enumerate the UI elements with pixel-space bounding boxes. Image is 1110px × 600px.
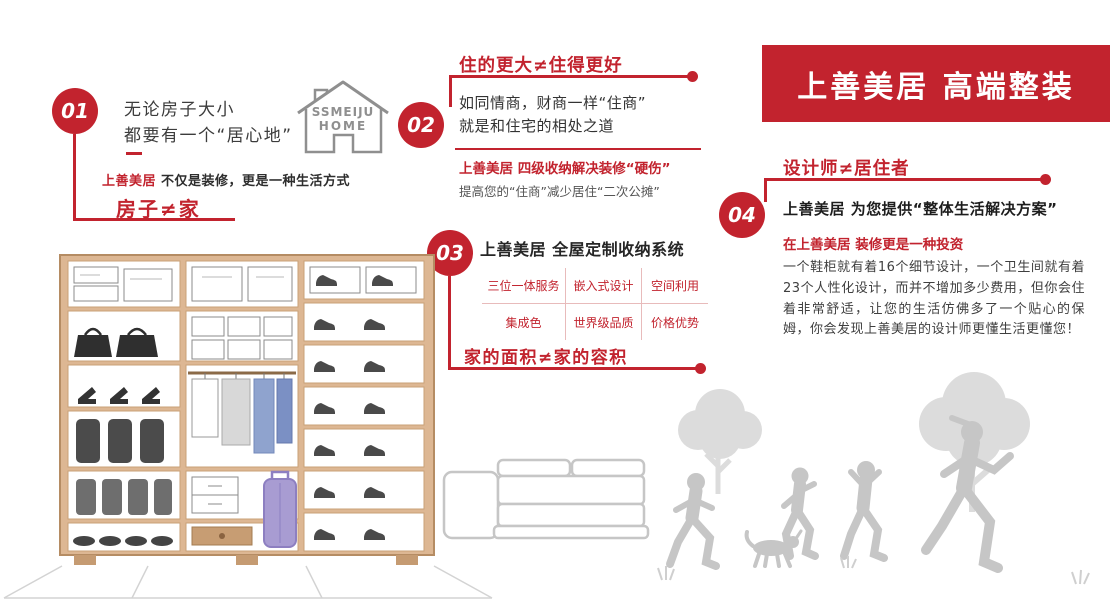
- p3-title: 上善美居 全屋定制收纳系统: [480, 240, 685, 259]
- runner-woman-silhouette: [921, 415, 1014, 573]
- logo-text-top: SSMEIJU: [312, 105, 375, 119]
- p1-text-line2: 都要有一个“居心地”: [124, 126, 293, 146]
- p2-note: 提高您的“住商”减少居住“二次公摊”: [459, 184, 660, 199]
- family-silhouette-illustration: [657, 372, 1090, 585]
- banner-title: 上善美居 高端整装: [797, 69, 1075, 105]
- step-01-number: 01: [61, 99, 89, 123]
- drawer-grid: [191, 316, 293, 360]
- p1-slogan: 房子≠家: [116, 197, 201, 221]
- feature-cell-quality: 世界级品质: [566, 304, 642, 340]
- p4-header: 设计师≠居住者: [783, 159, 910, 179]
- p1-brand: 上善美居: [102, 174, 157, 189]
- handbags: [74, 335, 158, 357]
- flat-shoes: [73, 536, 173, 546]
- feature-cell-space: 空间利用: [642, 268, 708, 304]
- grass-tufts: [657, 556, 1090, 585]
- feature-cell-color: 集成色: [482, 304, 566, 340]
- wardrobe-illustration: [59, 254, 435, 565]
- boots: [76, 419, 164, 463]
- child-silhouette-1: [666, 473, 720, 570]
- p3-slogan: 家的面积≠家的容积: [464, 348, 628, 368]
- p4-connector-vline: [764, 178, 767, 202]
- p4-invest: 在上善美居 装修更是一种投资: [783, 237, 964, 253]
- brand-banner: 上善美居 高端整装: [762, 45, 1110, 122]
- p2-divider-line: [455, 148, 701, 150]
- p2-header-dot: [687, 71, 698, 82]
- feature-cell-service: 三位一体服务: [482, 268, 566, 304]
- p4-header-line: [764, 178, 1046, 181]
- p3-connector-hline: [448, 367, 701, 370]
- floor-lines: [3, 565, 493, 599]
- feature-cell-price: 价格优势: [650, 315, 699, 330]
- step-02-number: 02: [407, 113, 435, 137]
- step-02-badge: 02: [398, 102, 444, 148]
- feature-grid: 三位一体服务 嵌入式设计 空间利用 集成色 世界级品质 价格优势: [482, 268, 708, 340]
- step-04-number: 04: [728, 203, 756, 227]
- p4-body: 一个鞋柜就有着16个细节设计，一个卫生间就有着23个人性化设计，而并不增加多少费…: [783, 260, 1085, 338]
- p2-sub: 上善美居 四级收纳解决装修“硬伤”: [459, 161, 671, 177]
- step-01-badge: 01: [52, 88, 98, 134]
- bench: [191, 526, 253, 546]
- p2-body-line2: 就是和住宅的相处之道: [459, 117, 615, 135]
- logo-text-bottom: HOME: [319, 119, 367, 133]
- p1-connector-vline: [73, 134, 76, 221]
- home-logo-icon: SSMEIJU HOME: [297, 80, 389, 154]
- p1-tagline-rest: 不仅是装修，更是一种生活方式: [161, 174, 351, 189]
- hanging-clothes: [191, 378, 293, 454]
- step-03-number: 03: [436, 241, 464, 265]
- p2-header-line: [449, 75, 692, 78]
- p1-dash: [126, 152, 142, 155]
- p2-connector-vline: [449, 75, 452, 107]
- p3-connector-vline: [448, 276, 451, 370]
- feature-cell-embedded: 嵌入式设计: [566, 268, 642, 304]
- p1-text-line1: 无论房子大小: [124, 100, 235, 120]
- storage-boxes: [73, 266, 293, 302]
- p2-header: 住的更大≠住得更好: [459, 56, 623, 76]
- suitcase: [263, 470, 297, 548]
- high-heels: [78, 387, 160, 404]
- lower-drawers: [191, 476, 239, 514]
- p4-provide: 上善美居 为您提供“整体生活解决方案”: [783, 200, 1058, 218]
- p3-line-dot: [695, 363, 706, 374]
- p4-header-dot: [1040, 174, 1051, 185]
- sofa-illustration: [442, 458, 650, 540]
- dog-silhouette: [744, 529, 803, 568]
- p2-body-line1: 如同情商，财商一样“住商”: [459, 94, 647, 112]
- step-04-badge: 04: [719, 192, 765, 238]
- p1-tagline: 上善美居 不仅是装修，更是一种生活方式: [102, 170, 350, 189]
- child-silhouette-3: [840, 461, 888, 562]
- tree-left-icon: [678, 389, 762, 494]
- p1-connector-hline: [73, 218, 235, 221]
